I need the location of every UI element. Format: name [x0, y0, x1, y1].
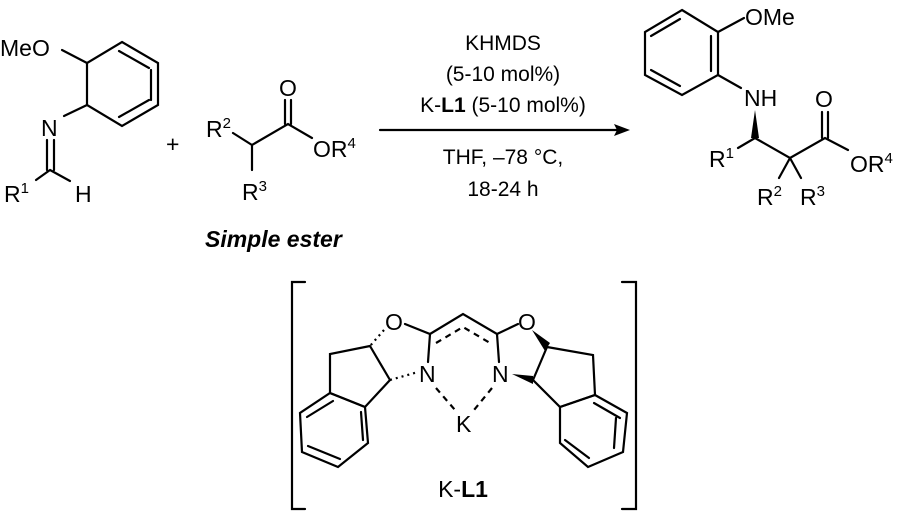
- ligand-oxygen-right: O: [518, 309, 536, 335]
- product-carbonyl-oxygen-label: O: [815, 86, 833, 112]
- or4-label: OR4: [313, 135, 356, 162]
- ligand-k-l1: O O N N K K-L1: [290, 280, 638, 511]
- ester-reactant: O R2 OR4 R3 Simple ester: [205, 75, 356, 252]
- condition-base-loading: (5-10 mol%): [446, 63, 560, 86]
- carbonyl-oxygen-label: O: [279, 75, 297, 101]
- condition-time: 18-24 h: [467, 178, 538, 201]
- r1-label: R1: [4, 180, 29, 207]
- r3-label: R3: [242, 178, 267, 205]
- condition-solvent-temp: THF, –78 °C,: [443, 146, 563, 169]
- imine-nitrogen-label: N: [41, 115, 58, 141]
- product: OMe NH O R1 OR4 R2 R3: [643, 4, 893, 210]
- product-r1-label: R1: [709, 145, 734, 172]
- reaction-conditions: KHMDS (5-10 mol%) K-L1 (5-10 mol%) THF, …: [420, 32, 586, 201]
- simple-ester-caption: Simple ester: [205, 226, 343, 252]
- left-bracket: [290, 280, 307, 511]
- condition-catalyst: K-L1 (5-10 mol%): [420, 94, 586, 117]
- imine-reactant: MeO N R1 H: [0, 35, 160, 207]
- product-or4-label: OR4: [850, 150, 893, 177]
- plus-sign: +: [166, 131, 179, 157]
- methoxy-label: MeO: [0, 35, 50, 61]
- ligand-potassium: K: [456, 411, 472, 437]
- product-r2-label: R2: [757, 183, 782, 210]
- ligand-oxygen-left: O: [385, 309, 403, 335]
- product-methoxy-label: OMe: [745, 4, 795, 30]
- condition-base: KHMDS: [465, 32, 541, 55]
- product-r3-label: R3: [800, 183, 825, 210]
- ligand-nitrogen-right: N: [492, 361, 509, 387]
- product-nh-label: NH: [744, 85, 777, 111]
- ligand-nitrogen-left: N: [419, 361, 436, 387]
- hydrogen-label: H: [75, 181, 92, 207]
- ligand-label: K-L1: [438, 476, 488, 502]
- r2-label: R2: [206, 115, 231, 142]
- right-bracket: [620, 280, 638, 511]
- reaction-arrow: [378, 124, 630, 136]
